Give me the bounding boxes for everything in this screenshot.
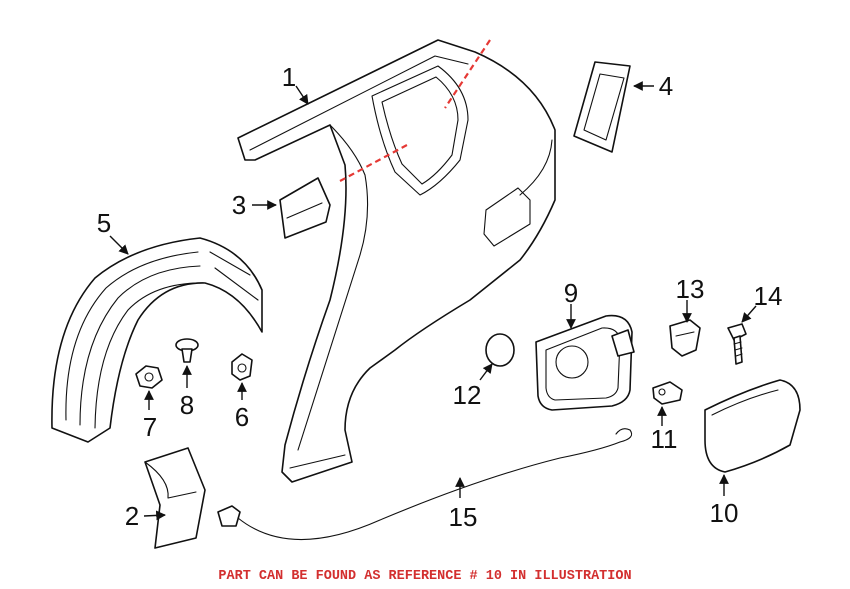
- callout-9: 9: [564, 278, 578, 308]
- pillar-trim-part: [573, 61, 631, 153]
- callout-13: 13: [676, 274, 705, 304]
- nut-7-part: [135, 365, 163, 389]
- clip-6-part: [231, 353, 253, 381]
- callout-1: 1: [282, 62, 296, 92]
- leader-1: [295, 85, 309, 105]
- quarter-panel-part: [237, 39, 556, 483]
- leader-12: [479, 363, 493, 381]
- reference-note: PART CAN BE FOUND AS REFERENCE # 10 IN I…: [218, 569, 632, 584]
- leader-lines: [109, 81, 757, 521]
- push-pin-8-part: [175, 338, 199, 363]
- fuel-door-housing-part: [535, 314, 635, 411]
- callout-12: 12: [453, 380, 482, 410]
- fuel-door-part: [704, 379, 801, 473]
- leader-5: [109, 235, 129, 255]
- callout-4: 4: [659, 71, 673, 101]
- screw-14-part: [727, 323, 747, 365]
- callout-2: 2: [125, 501, 139, 531]
- wheelhouse-liner-part: [51, 237, 263, 443]
- actuator-plunger-11-part: [652, 381, 683, 405]
- callout-7: 7: [143, 412, 157, 442]
- callout-8: 8: [180, 390, 194, 420]
- leader-14: [741, 305, 757, 323]
- callout-5: 5: [97, 208, 111, 238]
- callout-15: 15: [449, 502, 478, 532]
- release-cable-15-part: [217, 428, 633, 541]
- callout-3: 3: [232, 190, 246, 220]
- bracket-part: [279, 177, 331, 239]
- callout-14: 14: [754, 281, 783, 311]
- actuator-13-part: [669, 319, 701, 357]
- callout-11: 11: [651, 424, 678, 454]
- seal-12-part: [485, 333, 515, 367]
- callout-10: 10: [710, 498, 739, 528]
- lower-extension-part: [144, 447, 206, 549]
- leader-2: [143, 510, 166, 521]
- callout-6: 6: [235, 402, 249, 432]
- callout-labels: 1 2 3 4 5 6 7 8 9 10 11 12 13 14 15: [97, 62, 783, 532]
